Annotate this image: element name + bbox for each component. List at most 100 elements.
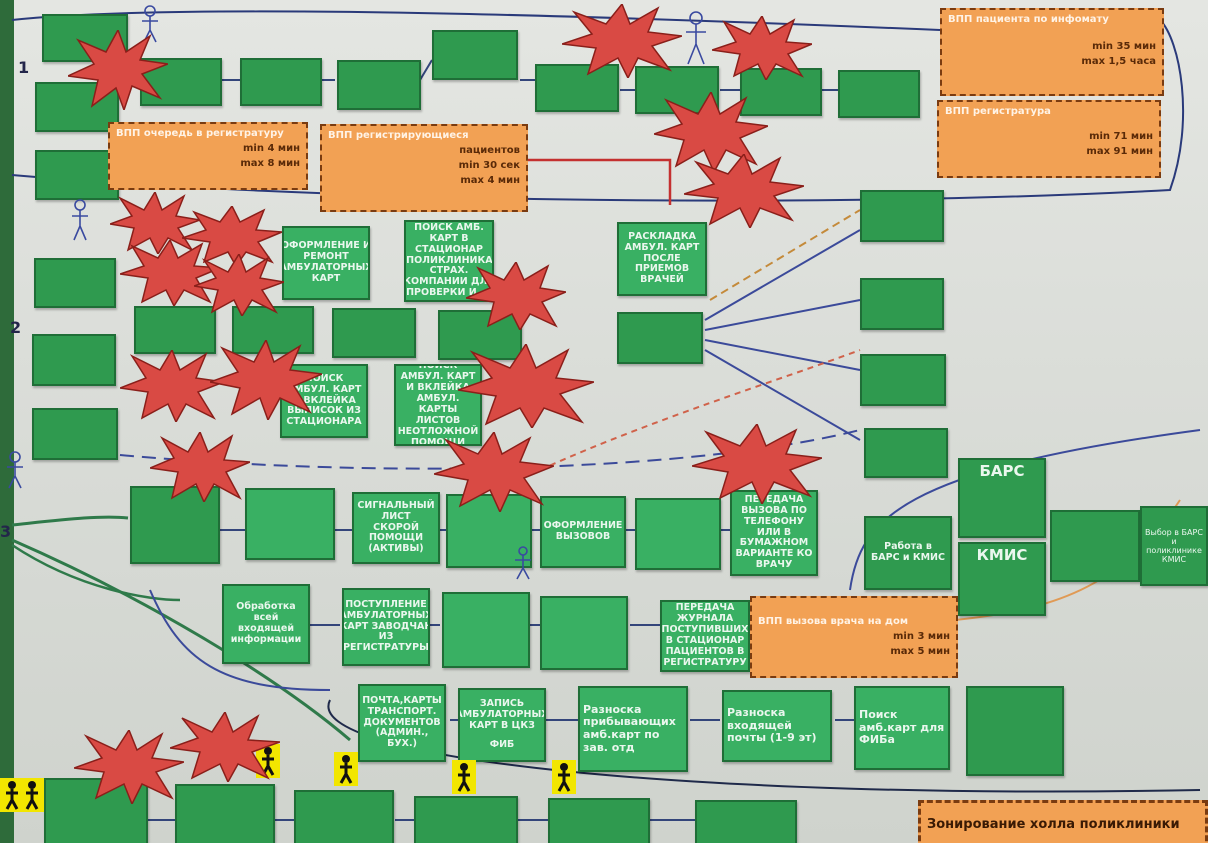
- card-raznoska-pribyv: Разноска прибывающих амб.карт по зав. от…: [578, 686, 688, 772]
- process-card: [34, 258, 116, 308]
- process-card: [294, 790, 394, 843]
- card-postuplenie: ПОСТУПЛЕНИЕ АМБУЛАТОРНЫХ КАРТ ЗАВОДЧАН И…: [342, 588, 430, 666]
- problem-star-icon: [692, 424, 822, 504]
- process-card: [35, 150, 119, 200]
- vpp-home-call-title: ВПП вызова врача на дом: [758, 616, 909, 627]
- process-card: [535, 64, 619, 112]
- problem-star-icon: [110, 192, 200, 254]
- process-card: [838, 70, 920, 118]
- row-label-1: 1: [18, 58, 30, 77]
- process-card: [414, 796, 518, 843]
- card-vibor: Выбор в БАРС и поликлинике КМИС: [1140, 506, 1208, 586]
- card-poisk-stacionar: ПОИСК АМБ. КАРТ В СТАЦИОНАР (ПОЛИКЛИНИКА…: [404, 220, 494, 302]
- vpp-queue-min: min 4 мин: [243, 143, 300, 154]
- drawn-figure-icon: [515, 546, 531, 580]
- row-label-2: 2: [10, 318, 22, 337]
- process-card: [240, 58, 322, 106]
- process-card: [540, 596, 628, 670]
- card-peredacha-zhurnala: ПЕРЕДАЧА ЖУРНАЛА ПОСТУПИВШИХ В СТАЦИОНАР…: [660, 600, 750, 672]
- problem-star-icon: [120, 240, 220, 306]
- problem-star-icon: [74, 730, 184, 804]
- process-card: [740, 68, 822, 116]
- vpp-home-call-max: max 5 мин: [890, 646, 950, 657]
- card-raskladka: РАСКЛАДКА АМБУЛ. КАРТ ПОСЛЕ ПРИЕМОВ ВРАЧ…: [617, 222, 707, 296]
- vpp-infomat-max: max 1,5 часа: [1081, 56, 1156, 67]
- process-card: [966, 686, 1064, 776]
- process-card: [864, 428, 948, 478]
- card-zapis-fib: ФИБ: [489, 738, 515, 750]
- process-card: [617, 312, 703, 364]
- vpp-registering-card: ВПП регистрирующиеся пациентов min 30 се…: [320, 124, 528, 212]
- vpp-infomat-card: ВПП пациента по инфомату min 35 мин max …: [940, 8, 1164, 96]
- vpp-queue-card: ВПП очередь в регистратуру min 4 мин max…: [108, 122, 308, 190]
- card-oformlenie-vyzovov: ОФОРМЛЕНИЕ ВЫЗОВОВ: [540, 496, 626, 568]
- board-edge: [0, 0, 14, 843]
- vpp-registering-title: ВПП регистрирующиеся: [328, 130, 469, 141]
- problem-star-icon: [684, 154, 804, 228]
- problem-star-icon: [458, 344, 594, 428]
- process-card: [548, 798, 650, 843]
- drawn-figure-icon: [7, 451, 23, 489]
- vpp-queue-max: max 8 мин: [240, 158, 300, 169]
- vpp-registering-min: min 30 сек: [458, 160, 520, 171]
- vpp-registratura-max: max 91 мин: [1086, 146, 1153, 157]
- card-rabota-bars-kmis: Работа в БАРС и КМИС: [864, 516, 952, 590]
- vpp-home-call-card: ВПП вызова врача на дом min 3 мин max 5 …: [750, 596, 958, 678]
- vpp-infomat-title: ВПП пациента по инфомату: [948, 14, 1109, 25]
- card-signal-list: СИГНАЛЬНЫЙ ЛИСТ СКОРОЙ ПОМОЩИ (АКТИВЫ): [352, 492, 440, 564]
- card-poisk-listy: ПОИСК АМБУЛ. КАРТ И ВКЛЕЙКА АМБУЛ. КАРТЫ…: [394, 364, 482, 446]
- drawn-figure-icon: [72, 199, 88, 241]
- card-raznoska-pochty: Разноска входящей почты (1-9 эт): [722, 690, 832, 762]
- problem-star-icon: [210, 340, 322, 420]
- row-label-3: 3: [0, 522, 12, 541]
- process-card: [635, 498, 721, 570]
- card-kmis: КМИС: [958, 542, 1046, 616]
- process-card: [245, 488, 335, 560]
- process-card: [1050, 510, 1140, 582]
- problem-star-icon: [68, 30, 168, 110]
- process-card: [860, 190, 944, 242]
- zoning-card: Зонирование холла поликлиники: [918, 800, 1208, 843]
- card-pochta: ПОЧТА,КАРТЫ ТРАНСПОРТ. ДОКУМЕНТОВ (АДМИН…: [358, 684, 446, 762]
- card-oformlenie-remont: ОФОРМЛЕНИЕ И РЕМОНТ АМБУЛАТОРНЫХ КАРТ: [282, 226, 370, 300]
- person-figure: [20, 778, 44, 812]
- vpp-home-call-min: min 3 мин: [893, 631, 950, 642]
- problem-star-icon: [654, 92, 768, 172]
- problem-star-icon: [466, 262, 566, 330]
- drawn-figure-icon: [142, 5, 158, 43]
- problem-star-icon: [182, 206, 282, 266]
- person-figure: [452, 760, 476, 794]
- problem-star-icon: [120, 350, 224, 422]
- card-poisk-fib: Поиск амб.карт для ФИБа: [854, 686, 950, 770]
- person-figure: [334, 752, 358, 786]
- process-card: [332, 308, 416, 358]
- problem-star-icon: [150, 432, 250, 502]
- vpp-registering-subtitle: пациентов: [459, 145, 520, 156]
- process-card: [32, 334, 116, 386]
- vpp-infomat-min: min 35 мин: [1092, 41, 1156, 52]
- card-bars: БАРС: [958, 458, 1046, 538]
- vpp-registratura-title: ВПП регистратура: [945, 106, 1051, 117]
- process-card: [134, 306, 216, 354]
- vpp-registering-max: max 4 мин: [460, 175, 520, 186]
- person-figure: [552, 760, 576, 794]
- process-card: [860, 354, 946, 406]
- process-card: [860, 278, 944, 330]
- vpp-registratura-card: ВПП регистратура min 71 мин max 91 мин: [937, 100, 1161, 178]
- process-card: [695, 800, 797, 843]
- problem-star-icon: [170, 712, 280, 782]
- process-card: [337, 60, 421, 110]
- vpp-registratura-min: min 71 мин: [1089, 131, 1153, 142]
- problem-star-icon: [434, 432, 554, 512]
- process-card: [442, 592, 530, 668]
- zoning-title: Зонирование холла поликлиники: [927, 817, 1180, 832]
- vpp-queue-title: ВПП очередь в регистратуру: [116, 128, 284, 139]
- process-card: [175, 784, 275, 843]
- drawn-figure-icon: [686, 11, 706, 65]
- problem-star-icon: [712, 16, 812, 80]
- problem-star-icon: [194, 254, 284, 316]
- process-card: [32, 408, 118, 460]
